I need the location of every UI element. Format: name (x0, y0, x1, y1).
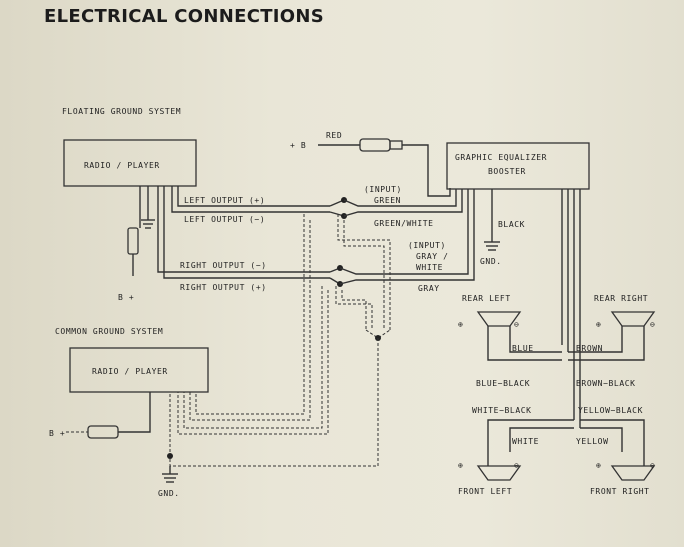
input-gray-label-1: (INPUT) (408, 241, 446, 250)
input-gray-label-3: WHITE (416, 263, 443, 272)
front-right-minus-icon: ⊖ (650, 461, 655, 470)
rear-left-label: REAR LEFT (462, 294, 511, 303)
front-right-plus-icon: ⊕ (596, 461, 601, 470)
brown-label: BROWN (576, 344, 603, 353)
front-left-label: FRONT LEFT (458, 487, 512, 496)
fuse-holder-eq (359, 138, 391, 152)
white-label: WHITE (512, 437, 539, 446)
gnd-eq-label: GND. (480, 257, 502, 266)
rear-left-plus-icon: ⊕ (458, 320, 463, 329)
front-right-speaker-icon (610, 465, 656, 481)
page-title: ELECTRICAL CONNECTIONS (44, 6, 325, 27)
equalizer-label-2: BOOSTER (488, 167, 526, 176)
red-label: RED (326, 131, 342, 140)
gray-label: GRAY (418, 284, 440, 293)
rear-right-speaker-icon (610, 311, 656, 327)
left-output-plus-label: LEFT OUTPUT (+) (184, 196, 265, 205)
floating-ground-label: FLOATING GROUND SYSTEM (62, 107, 181, 116)
fuse-cap-eq (389, 140, 403, 150)
equalizer-label-1: GRAPHIC EQUALIZER (455, 153, 547, 162)
right-output-minus-label: RIGHT OUTPUT (−) (180, 261, 267, 270)
front-left-speaker-icon (476, 465, 522, 481)
brown-black-label: BROWN−BLACK (576, 379, 636, 388)
ground-junction-bottom (167, 453, 173, 459)
input-green-label-2: GREEN (374, 196, 401, 205)
input-gray-label-2: GRAY / (416, 252, 449, 261)
radio-player-box-top (63, 139, 197, 187)
fuse-holder-bottom (87, 425, 119, 439)
blue-black-label: BLUE−BLACK (476, 379, 530, 388)
left-output-minus-label: LEFT OUTPUT (−) (184, 215, 265, 224)
rear-right-label: REAR RIGHT (594, 294, 648, 303)
fuse-holder-top (127, 227, 139, 255)
common-ground-label: COMMON GROUND SYSTEM (55, 327, 163, 336)
blue-label: BLUE (512, 344, 534, 353)
yellow-black-label: YELLOW−BLACK (578, 406, 643, 415)
yellow-label: YELLOW (576, 437, 609, 446)
radio-player-label-bottom: RADIO / PLAYER (92, 367, 168, 376)
radio-player-label-top: RADIO / PLAYER (84, 161, 160, 170)
front-right-label: FRONT RIGHT (590, 487, 650, 496)
b-plus-bottom-label: B + (49, 429, 65, 438)
equalizer-box (446, 142, 590, 190)
right-output-plus-label: RIGHT OUTPUT (+) (180, 283, 267, 292)
input-green-label-1: (INPUT) (364, 185, 402, 194)
green-white-label: GREEN/WHITE (374, 219, 434, 228)
white-black-label: WHITE−BLACK (472, 406, 532, 415)
b-plus-top-label: B + (118, 293, 134, 302)
front-left-plus-icon: ⊕ (458, 461, 463, 470)
gnd-bottom-label: GND. (158, 489, 180, 498)
rear-right-minus-icon: ⊖ (650, 320, 655, 329)
rear-right-plus-icon: ⊕ (596, 320, 601, 329)
rear-left-minus-icon: ⊖ (514, 320, 519, 329)
front-left-minus-icon: ⊖ (514, 461, 519, 470)
radio-player-box-bottom (69, 347, 209, 393)
black-label: BLACK (498, 220, 525, 229)
plus-b-label: + B (290, 141, 306, 150)
